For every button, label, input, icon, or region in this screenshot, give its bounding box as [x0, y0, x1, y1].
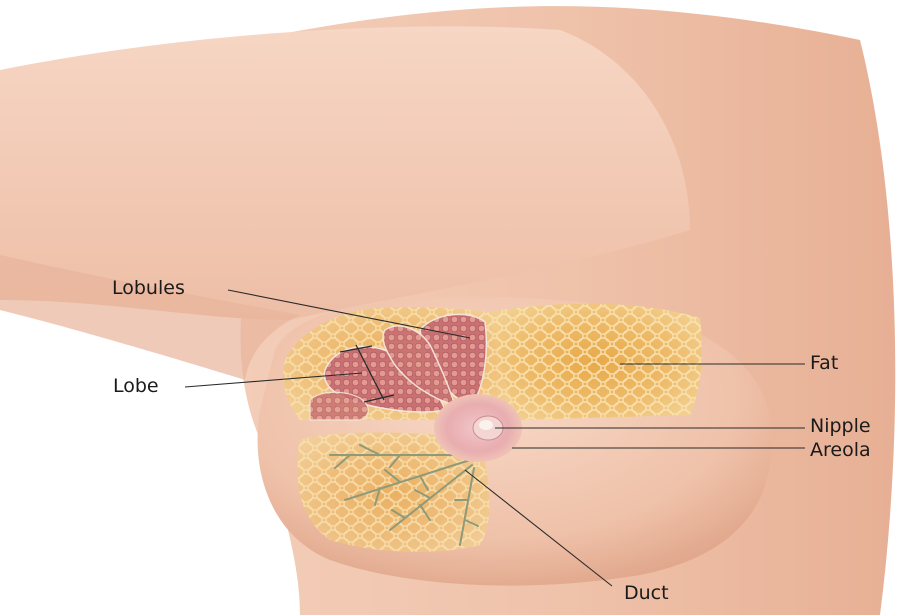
label-areola: Areola	[810, 439, 871, 461]
label-lobules: Lobules	[112, 277, 185, 299]
label-duct: Duct	[624, 582, 669, 604]
label-fat: Fat	[810, 352, 838, 374]
label-lobe: Lobe	[113, 375, 159, 397]
label-nipple: Nipple	[810, 415, 871, 437]
